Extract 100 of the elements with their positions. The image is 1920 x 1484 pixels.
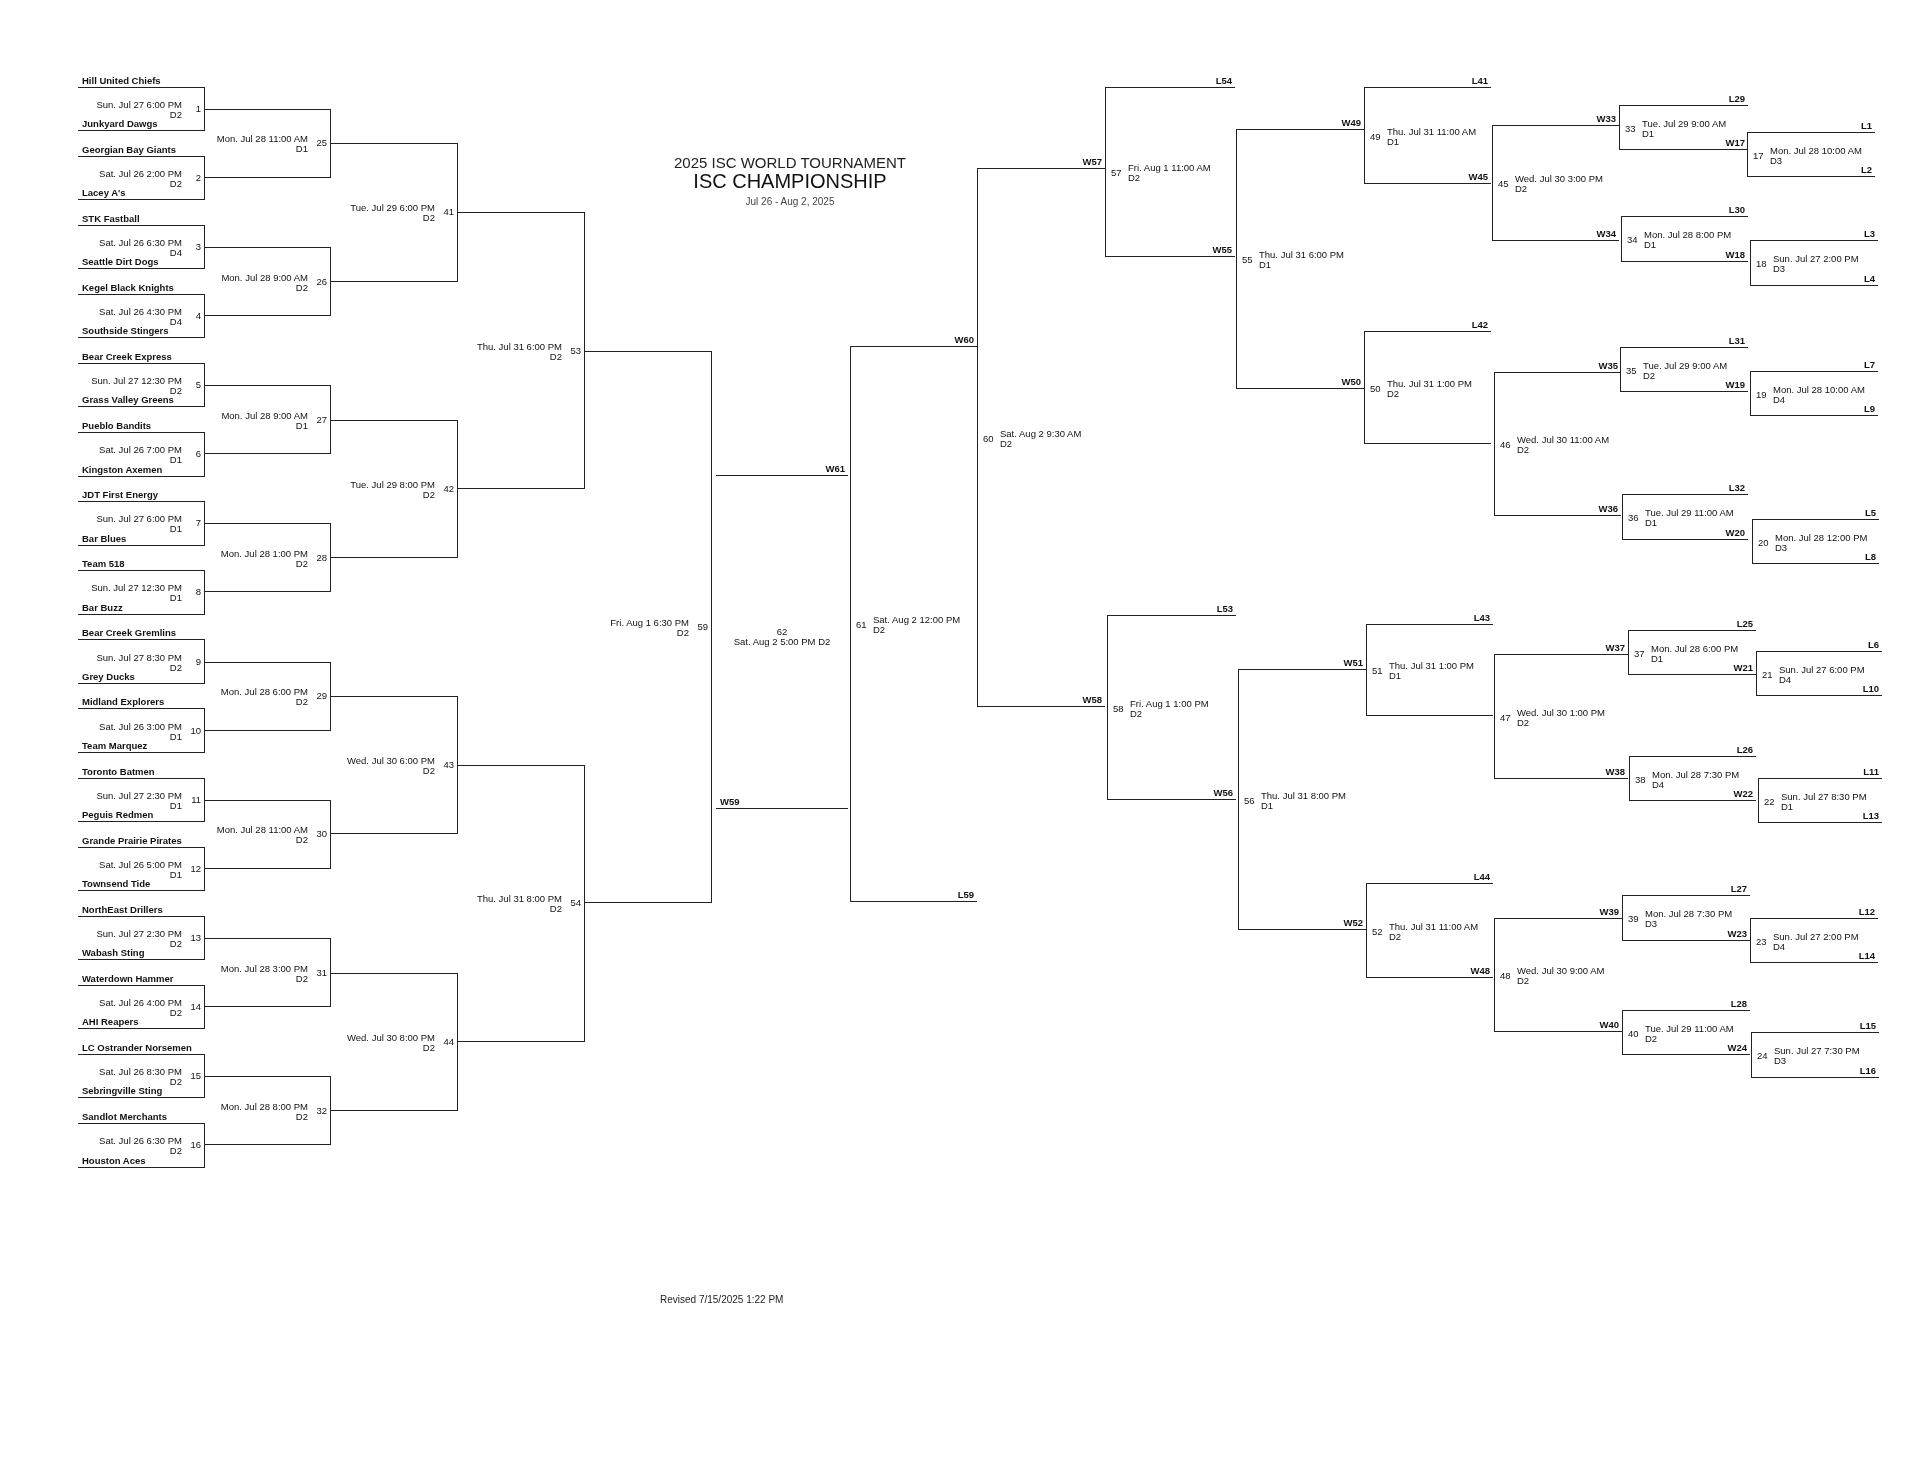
- bracket-line: [458, 765, 585, 1042]
- court-label: D1: [1387, 136, 1400, 147]
- slot-label: L41: [1471, 76, 1488, 86]
- slot-label: L53: [1216, 604, 1233, 614]
- team-name: Team Marquez: [82, 741, 148, 751]
- slot-label: L29: [1728, 94, 1745, 104]
- game-time: Mon. Jul 28 6:00 PM: [220, 687, 308, 698]
- bracket-line: [585, 350, 712, 904]
- court-label: D2: [873, 625, 886, 635]
- game-time: Sat. Jul 26 2:00 PM: [99, 168, 182, 179]
- slot-label: L30: [1728, 205, 1745, 215]
- court-label: D4: [1773, 394, 1786, 405]
- slot-label: L6: [1867, 640, 1879, 650]
- game-number: 23: [1756, 936, 1767, 947]
- slot-label: W18: [1725, 250, 1745, 260]
- game-number: 60: [983, 433, 994, 444]
- game-time: Sun. Jul 27 6:00 PM: [96, 99, 182, 110]
- bracket-line: [458, 212, 585, 489]
- slot-label: L28: [1730, 999, 1747, 1009]
- court-label: D4: [1773, 941, 1786, 952]
- game-time: Mon. Jul 28 12:00 PM: [1775, 532, 1868, 543]
- game-number: 47: [1500, 712, 1511, 723]
- game-time: Sun. Jul 27 2:00 PM: [1773, 254, 1859, 264]
- date-range: Jul 26 - Aug 2, 2025: [745, 196, 835, 207]
- court-label: D2: [676, 628, 689, 639]
- court-label: D2: [169, 1077, 182, 1088]
- court-label: D1: [169, 731, 182, 742]
- team-name: Team 518: [82, 559, 125, 570]
- game-number: 3: [195, 242, 201, 252]
- slot-label: L26: [1736, 745, 1753, 755]
- game-number: 21: [1762, 669, 1773, 680]
- slot-label: L42: [1471, 320, 1488, 330]
- game-time: Tue. Jul 29 9:00 AM: [1642, 118, 1727, 129]
- court-label: D4: [1779, 674, 1792, 685]
- game-number: 56: [1244, 795, 1255, 806]
- game-number: 58: [1113, 703, 1124, 714]
- team-name: Hill United Chiefs: [82, 75, 161, 86]
- court-label: D1: [1781, 801, 1794, 812]
- team-name: Bear Creek Gremlins: [82, 628, 176, 639]
- game-time: Mon. Jul 28 6:00 PM: [1651, 643, 1739, 654]
- slot-label: W51: [1343, 658, 1363, 668]
- court-label: D1: [169, 869, 182, 880]
- game-number: 2: [195, 172, 201, 183]
- game-number: 29: [316, 691, 327, 702]
- bracket-line: [331, 696, 458, 835]
- court-label: D2: [295, 558, 308, 569]
- court-label: D1: [295, 144, 308, 155]
- game-number: 46: [1500, 440, 1511, 450]
- court-label: D2: [1130, 708, 1143, 719]
- game-time: Mon. Jul 28 9:00 AM: [221, 272, 308, 283]
- court-label: D1: [1645, 518, 1658, 528]
- slot-label: L15: [1859, 1021, 1876, 1031]
- slot-label: L59: [957, 890, 974, 900]
- game-time: Wed. Jul 30 6:00 PM: [347, 756, 435, 767]
- game-time: Thu. Jul 31 6:00 PM: [476, 341, 562, 352]
- game-time: Fri. Aug 1 6:30 PM: [610, 618, 689, 629]
- game-time: Wed. Jul 30 11:00 AM: [1517, 435, 1610, 445]
- game-number: 25: [316, 138, 327, 149]
- bracket-line: [205, 385, 331, 455]
- game-time: Tue. Jul 29 11:00 AM: [1645, 508, 1734, 518]
- team-name: Midland Explorers: [82, 697, 165, 708]
- bracket-line: [205, 523, 331, 593]
- slot-label: W60: [954, 335, 974, 345]
- team-name: Toronto Batmen: [82, 766, 155, 777]
- slot-label: W19: [1725, 380, 1745, 390]
- team-name: Southside Stingers: [82, 326, 169, 337]
- team-name: Sandlot Merchants: [82, 1112, 167, 1122]
- game-time: Sat. Jul 26 7:00 PM: [99, 445, 182, 456]
- game-number: 8: [195, 587, 201, 598]
- game-number: 6: [195, 449, 201, 460]
- game-time: Sun. Jul 27 2:30 PM: [96, 929, 182, 939]
- court-label: D2: [549, 351, 562, 362]
- slot-label: W50: [1341, 377, 1361, 387]
- court-label: D2: [169, 662, 182, 673]
- court-label: D1: [1644, 240, 1657, 250]
- court-label: D2: [1515, 184, 1528, 194]
- game-time: Thu. Jul 31 8:00 PM: [476, 894, 562, 905]
- game-time: Tue. Jul 29 8:00 PM: [350, 479, 435, 490]
- game-number: 42: [443, 483, 454, 494]
- game-time: Sat. Aug 2 9:30 AM: [1000, 428, 1082, 439]
- game-number: 10: [190, 725, 201, 736]
- slot-label: W17: [1725, 138, 1745, 148]
- court-label: D2: [295, 835, 308, 846]
- game-time: Sat. Jul 26 8:30 PM: [99, 1067, 182, 1078]
- game-number: 7: [195, 518, 201, 529]
- slot-label: L25: [1736, 619, 1753, 629]
- game-time: Thu. Jul 31 1:00 PM: [1387, 378, 1473, 389]
- slot-label: W39: [1599, 907, 1619, 917]
- game-time: Sun. Jul 27 12:30 PM: [91, 376, 182, 387]
- team-name: LC Ostrander Norsemen: [82, 1042, 192, 1053]
- game-number: 16: [190, 1140, 201, 1151]
- court-label: D4: [1652, 779, 1665, 790]
- court-label: D1: [169, 455, 182, 466]
- game-number: 35: [1626, 365, 1637, 376]
- bracket-line: [205, 661, 331, 731]
- game-time: Sun. Jul 27 8:30 PM: [96, 652, 182, 663]
- team-name: Seattle Dirt Dogs: [82, 257, 159, 268]
- game-number: 32: [316, 1105, 327, 1116]
- game-time: Thu. Jul 31 6:00 PM: [1259, 250, 1345, 260]
- game-number: 12: [190, 863, 201, 874]
